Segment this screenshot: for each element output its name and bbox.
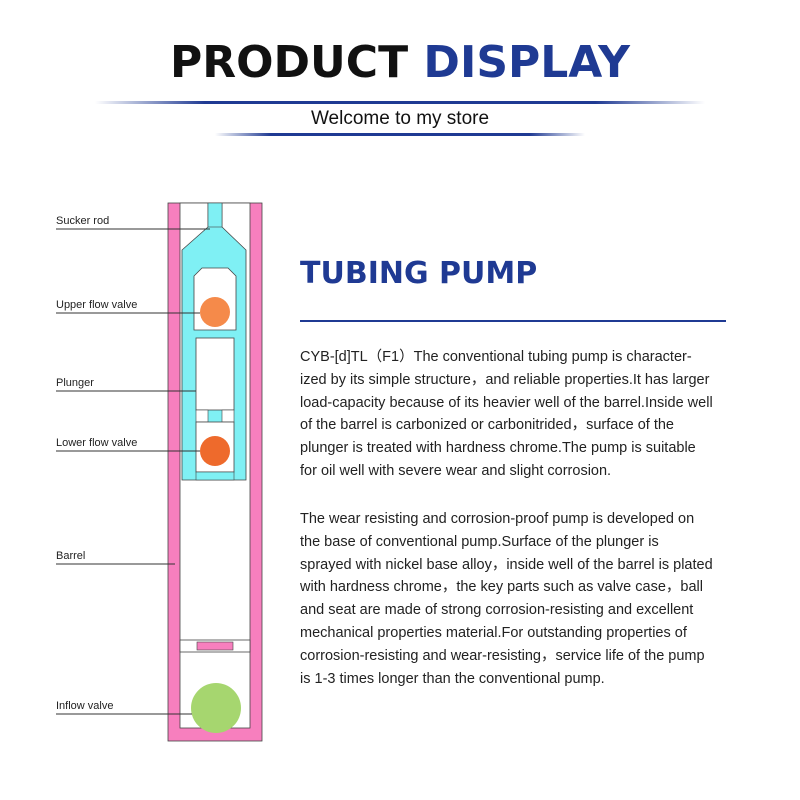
inflow-valve-ball xyxy=(191,683,241,733)
page-title: PRODUCT DISPLAY xyxy=(0,36,800,90)
label-barrel: Barrel xyxy=(56,550,85,562)
label-inflow-valve: Inflow valve xyxy=(56,700,113,712)
product-description-paragraph-1: CYB-[d]TL（F1）The conventional tubing pum… xyxy=(300,349,713,479)
label-upper-flow-valve: Upper flow valve xyxy=(56,299,137,311)
label-sucker-rod: Sucker rod xyxy=(56,215,109,227)
label-plunger: Plunger xyxy=(56,377,94,389)
barrel-seat-insert xyxy=(196,641,234,651)
plunger-hollow xyxy=(195,337,235,411)
plunger-seat-right xyxy=(221,409,235,423)
upper-flow-valve-ball xyxy=(200,297,230,327)
product-description-paragraph-2: The wear resisting and corrosion-proof p… xyxy=(300,511,713,687)
plunger-seat-left xyxy=(195,409,209,423)
page-title-word2: DISPLAY xyxy=(423,37,630,88)
page-subtitle: Welcome to my store xyxy=(310,108,490,129)
lower-flow-valve-ball xyxy=(200,436,230,466)
page-title-word1: PRODUCT xyxy=(170,37,409,88)
leader-lines xyxy=(56,228,210,715)
title-divider-bottom xyxy=(215,133,585,136)
lower-seat xyxy=(195,471,235,481)
product-title-divider xyxy=(300,320,726,322)
sucker-rod xyxy=(207,202,223,228)
label-lower-flow-valve: Lower flow valve xyxy=(56,437,137,449)
product-title: TUBING PUMP xyxy=(300,256,538,291)
title-divider-top xyxy=(95,101,705,104)
